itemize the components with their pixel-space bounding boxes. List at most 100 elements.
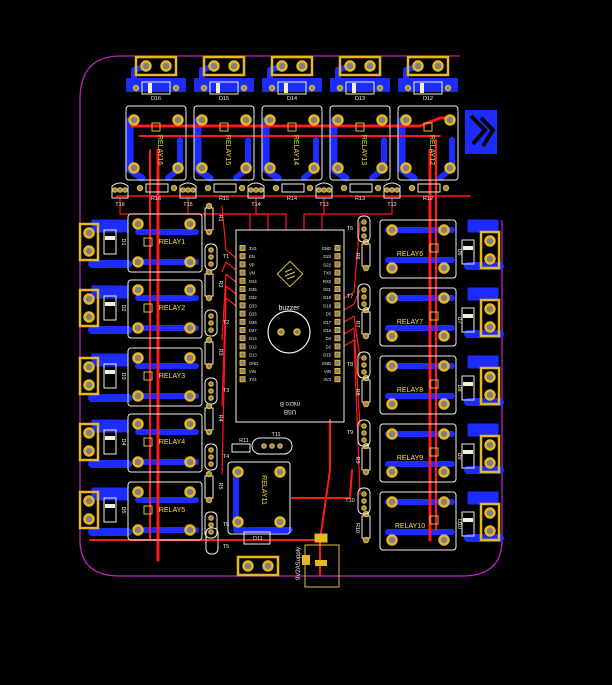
screw-terminal bbox=[78, 490, 100, 530]
diode-band bbox=[216, 83, 220, 93]
pad bbox=[386, 398, 398, 410]
pad bbox=[261, 443, 267, 449]
mcu-pin bbox=[239, 294, 246, 301]
pad bbox=[321, 187, 327, 193]
pad bbox=[374, 184, 382, 192]
diode-label: D2 bbox=[120, 304, 126, 311]
diode-label: D8 bbox=[456, 384, 462, 391]
pad bbox=[386, 224, 398, 236]
pad bbox=[132, 390, 144, 402]
mcu-pin-label: D5 bbox=[326, 312, 332, 317]
pad bbox=[196, 162, 208, 174]
pad bbox=[484, 321, 496, 333]
pad bbox=[83, 445, 95, 457]
relay-label: RELAY6 bbox=[397, 251, 423, 258]
diode-band bbox=[463, 382, 473, 386]
diode-outline bbox=[141, 81, 171, 95]
resistor-label: R14 bbox=[287, 196, 297, 202]
relay-label: RELAY11 bbox=[260, 475, 267, 505]
pad bbox=[268, 84, 276, 92]
mcu-pin bbox=[239, 368, 246, 374]
mcu-pin-label: VIN bbox=[249, 369, 256, 374]
pad bbox=[208, 381, 214, 387]
mcu-pin-label: EN bbox=[249, 254, 255, 259]
mcu-pin bbox=[239, 253, 246, 260]
signal-trace bbox=[187, 197, 269, 231]
relay-label: RELAY3 bbox=[159, 373, 185, 380]
signal-trace bbox=[321, 197, 393, 231]
buzzer-label: buzzer bbox=[278, 305, 300, 312]
pad bbox=[361, 287, 367, 293]
resistor-outline bbox=[231, 443, 251, 453]
pad bbox=[238, 184, 246, 192]
pad bbox=[484, 235, 496, 247]
pad bbox=[362, 468, 370, 476]
pad bbox=[400, 162, 412, 174]
mcu-pin-label: D27 bbox=[249, 328, 257, 333]
relay-label: RELAY16 bbox=[156, 135, 163, 165]
pad bbox=[361, 219, 367, 225]
pad bbox=[277, 443, 283, 449]
relay-outline bbox=[379, 287, 457, 347]
mcu-pin bbox=[334, 286, 341, 292]
copper-pour bbox=[467, 219, 499, 233]
relay-label: RELAY14 bbox=[292, 135, 299, 165]
diode-outline bbox=[277, 81, 307, 95]
relay-outline bbox=[127, 213, 203, 273]
pad bbox=[205, 496, 213, 504]
pad bbox=[205, 402, 213, 410]
pad bbox=[308, 84, 316, 92]
pad bbox=[83, 227, 95, 239]
resistor-outline bbox=[349, 183, 373, 193]
copper-pour bbox=[398, 78, 458, 92]
pad bbox=[344, 60, 356, 72]
pad bbox=[361, 355, 367, 361]
pad bbox=[132, 322, 144, 334]
transistor-label: T7 bbox=[347, 294, 353, 300]
relay-outline bbox=[379, 491, 457, 551]
pad bbox=[432, 60, 444, 72]
pad bbox=[316, 187, 322, 193]
diode-outline bbox=[103, 429, 117, 455]
pad bbox=[132, 418, 144, 430]
terminal-body bbox=[78, 222, 100, 262]
screw-terminal bbox=[270, 55, 314, 77]
copper-pour bbox=[126, 78, 186, 92]
pad bbox=[117, 187, 123, 193]
mcu-pin bbox=[334, 269, 341, 276]
relay-label: RELAY13 bbox=[360, 135, 367, 165]
supply-label: 9V2ASupply bbox=[296, 547, 302, 580]
pad bbox=[484, 507, 496, 519]
mcu-pin-label: D13 bbox=[249, 353, 257, 358]
transistor-label: T3 bbox=[223, 388, 229, 394]
screw-terminal bbox=[236, 555, 280, 577]
pad bbox=[364, 60, 376, 72]
mcu-pin-label: 3V3 bbox=[249, 246, 257, 251]
pad bbox=[361, 301, 367, 307]
pad bbox=[208, 515, 214, 521]
pad bbox=[376, 162, 388, 174]
pad bbox=[408, 184, 416, 192]
resistor-label: R7 bbox=[354, 320, 360, 327]
resistor-label: R1 bbox=[217, 214, 223, 221]
mcu-pin-label: VP bbox=[249, 262, 255, 267]
pad bbox=[170, 184, 178, 192]
diode-label: D15 bbox=[219, 96, 229, 102]
pad bbox=[204, 184, 212, 192]
relay-coil-marker bbox=[429, 447, 439, 457]
diode-outline bbox=[461, 307, 475, 333]
transistor-outline bbox=[315, 182, 333, 199]
relay-coil-marker bbox=[429, 379, 439, 389]
mcu-pin-label: D35 bbox=[249, 287, 257, 292]
pad bbox=[184, 524, 196, 536]
transistor-label: T4 bbox=[223, 454, 229, 460]
wifi-antenna-icon bbox=[276, 260, 304, 288]
pad bbox=[362, 536, 370, 544]
signal-trace bbox=[221, 261, 237, 273]
transistor-outline bbox=[357, 351, 371, 379]
relay-label: RELAY4 bbox=[159, 439, 185, 446]
top-trace bbox=[291, 469, 353, 499]
pad bbox=[274, 516, 286, 528]
relay-label: RELAY10 bbox=[395, 523, 425, 530]
